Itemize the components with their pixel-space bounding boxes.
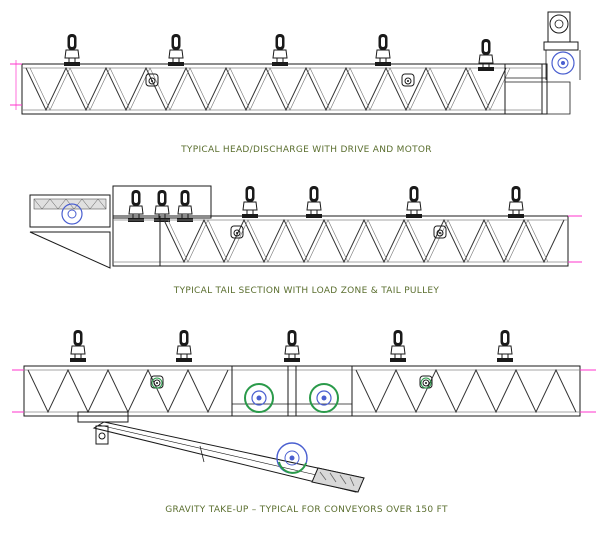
tail-section <box>29 185 582 269</box>
caption-takeup-section: GRAVITY TAKE-UP – TYPICAL FOR CONVEYORS … <box>165 505 448 515</box>
caption-tail-section: TYPICAL TAIL SECTION WITH LOAD ZONE & TA… <box>173 286 440 296</box>
takeup-section <box>12 329 596 493</box>
caption-head-section: TYPICAL HEAD/DISCHARGE WITH DRIVE AND MO… <box>181 145 432 155</box>
head-section <box>10 11 581 115</box>
